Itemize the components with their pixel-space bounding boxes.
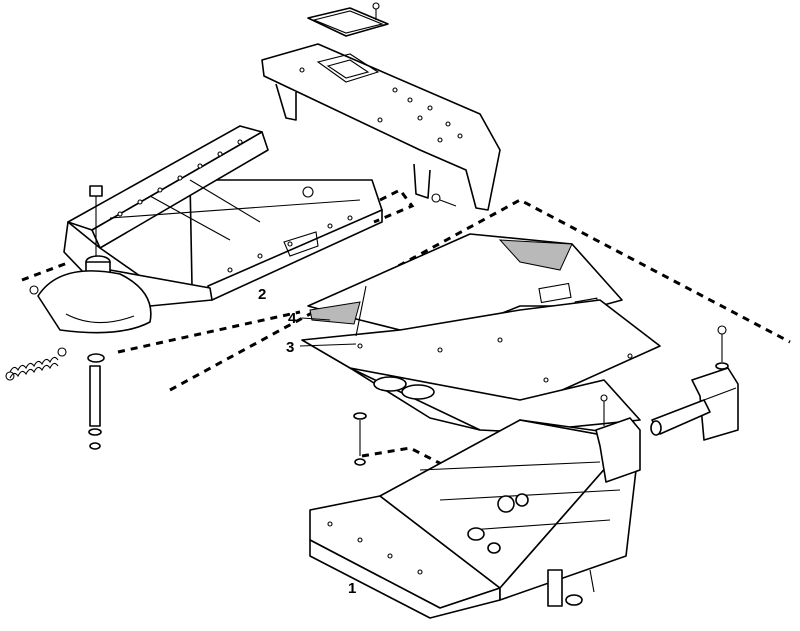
callout-4: 4 [288,310,297,327]
right-bracket [650,325,739,441]
top-cover-plate [307,2,389,37]
callout-2: 2 [258,286,266,303]
upper-dash-panel [261,43,501,211]
floor-pan-part-4 [307,233,623,331]
leader-4 [301,317,331,321]
callout-1: 1 [348,580,356,597]
pivot-pin-stack [87,353,105,450]
leader-3b [355,285,367,337]
center-bolt-stack [353,394,608,593]
steering-post [29,185,152,334]
floor-pan-part-3 [301,299,661,433]
spring [5,347,67,381]
main-frame [309,417,641,619]
assembly-lines [21,188,791,502]
leader-3 [299,343,357,347]
callout-3: 3 [286,339,294,356]
